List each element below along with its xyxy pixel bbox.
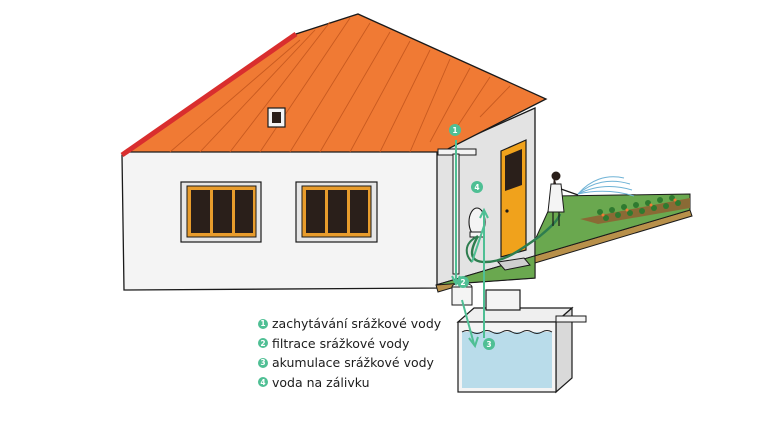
window-left xyxy=(180,181,262,243)
legend-label: akumulace srážkové vody xyxy=(272,355,434,371)
legend-item-capture: 1 zachytávání srážkové vody xyxy=(258,314,441,334)
svg-text:4: 4 xyxy=(474,183,479,192)
tank-water xyxy=(462,332,552,388)
stage-marker-2: 2 xyxy=(457,276,469,288)
inspection-hatch xyxy=(497,257,531,271)
svg-text:3: 3 xyxy=(486,340,491,349)
flow-arrows xyxy=(451,140,489,349)
legend-item-watering: 4 voda na zálivku xyxy=(258,373,441,393)
svg-text:2: 2 xyxy=(460,278,465,287)
stage-marker-4: 4 xyxy=(471,181,483,193)
window-right xyxy=(295,181,378,243)
roof-tile-lines xyxy=(169,17,511,153)
annex-door xyxy=(500,139,527,258)
legend-item-filtration: 2 filtrace srážkové vody xyxy=(258,334,441,354)
carrots xyxy=(601,198,677,217)
legend-label: filtrace srážkové vody xyxy=(272,335,410,351)
person-watering xyxy=(547,171,579,226)
legend: 1 zachytávání srážkové vody 2 filtrace s… xyxy=(258,314,441,392)
garden-hose xyxy=(470,213,562,264)
overflow-pipe xyxy=(555,315,587,323)
water-spray xyxy=(577,176,635,197)
legend-item-accumulation: 3 akumulace srážkové vody xyxy=(258,353,441,373)
roof-edge xyxy=(120,31,298,158)
stage-marker-1: 1 xyxy=(449,124,461,136)
roof xyxy=(125,13,548,153)
legend-number-badge: 2 xyxy=(258,338,268,349)
legend-number-badge: 1 xyxy=(258,318,268,329)
legend-label: zachytávání srážkové vody xyxy=(272,316,442,332)
stage-marker-3: 3 xyxy=(483,338,495,350)
legend-number-badge: 4 xyxy=(258,377,268,388)
legend-number-badge: 3 xyxy=(258,357,268,368)
legend-label: voda na zálivku xyxy=(272,374,370,390)
svg-text:1: 1 xyxy=(452,126,457,135)
vegetable-plants xyxy=(597,195,681,221)
